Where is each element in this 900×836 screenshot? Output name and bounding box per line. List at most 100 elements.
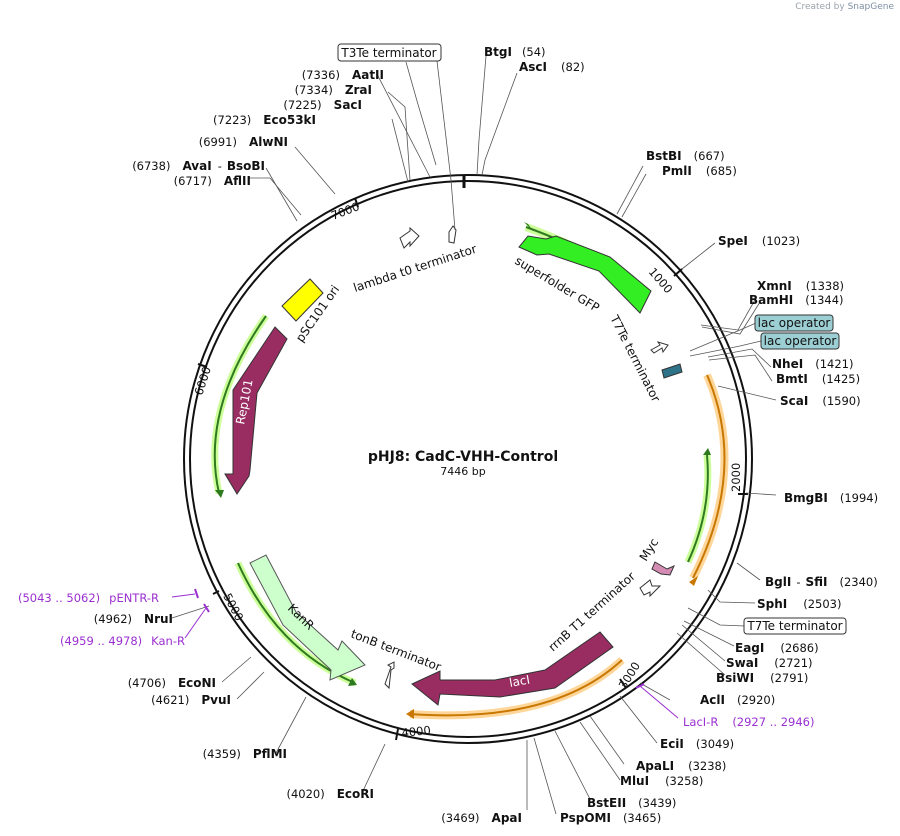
enzyme-eagi[interactable]: EagI(2686) [735,641,819,655]
svg-text:EagI(2686): EagI(2686) [735,641,819,655]
enzyme-xmni[interactable]: XmnI(1338) [757,279,844,293]
backbone-outer-strand [183,174,753,744]
enzyme-eco53ki[interactable]: (7223)Eco53kI [213,113,316,127]
enzyme-alwni[interactable]: (6991)AlwNI [199,135,288,149]
feature-kanr[interactable]: KanR [234,554,366,687]
feature-psc101-ori[interactable]: pSC101 ori [281,278,342,345]
enzyme-zrai[interactable]: (7334)ZraI [295,83,372,97]
enzyme-bstbi[interactable]: BstBI(667) [646,149,725,163]
svg-text:(4962)NruI: (4962)NruI [94,612,173,626]
svg-text:BstEII(3439): BstEII(3439) [587,796,676,810]
enzyme-swai[interactable]: SwaI(2721) [726,656,813,670]
svg-text:EciI(3049): EciI(3049) [660,737,734,751]
backbone-inner-strand [189,180,747,738]
enzyme-nhei[interactable]: NheI(1421) [772,357,853,371]
svg-text:BamHI(1344): BamHI(1344) [749,293,844,307]
enzyme-aatii[interactable]: (7336)AatII [302,68,384,82]
tick-label-7000: 7000 [329,199,361,223]
enzyme-bamhi[interactable]: BamHI(1344) [749,293,844,307]
svg-text:lac operator: lac operator [758,316,831,330]
enzyme-scai[interactable]: ScaI(1590) [780,394,861,408]
enzyme-bsiwi[interactable]: BsiWI(2791) [716,671,808,685]
enzyme-asci[interactable]: AscI(82) [519,60,585,74]
enzyme-nrui[interactable]: (4962)NruI [94,612,173,626]
enzyme-bmti[interactable]: BmtI(1425) [776,372,860,386]
svg-text:BmgBI(1994): BmgBI(1994) [784,491,878,505]
enzyme-ecori[interactable]: (4020)EcoRI [286,787,374,801]
primer-laci-r[interactable]: LacI-R(2927 .. 2946) [635,683,814,729]
enzyme-ecii[interactable]: EciI(3049) [660,737,734,751]
svg-text:T7Te terminator: T7Te terminator [746,619,842,633]
svg-text:(4706)EcoNI: (4706)EcoNI [128,676,216,690]
feature-rep101[interactable]: Rep101 [211,313,288,498]
feature-label-tonb-terminator: tonB terminator [349,627,443,674]
svg-text:(7334)ZraI: (7334)ZraI [295,83,372,97]
svg-text:(6991)AlwNI: (6991)AlwNI [199,135,288,149]
enzyme-sphi[interactable]: SphI(2503) [757,597,842,611]
svg-text:BtgI(54): BtgI(54) [484,45,546,59]
enzyme-apai[interactable]: (3469)ApaI [441,811,522,825]
credit-prefix: Created by [795,2,845,12]
snapgene-brand: SnapGene [847,2,894,12]
svg-text:MluI(3258): MluI(3258) [620,774,703,788]
svg-text:(6738)AvaI-BsoBI: (6738)AvaI-BsoBI [132,159,265,173]
svg-text:BstBI(667): BstBI(667) [646,149,725,163]
svg-text:(4020)EcoRI: (4020)EcoRI [286,787,374,801]
svg-text:(6717)AflII: (6717)AflII [174,174,251,188]
enzyme-bgli-sfii[interactable]: BglI-SfiI(2340) [765,575,878,589]
svg-text:(7336)AatII: (7336)AatII [302,68,384,82]
enzyme-mlui[interactable]: MluI(3258) [620,774,703,788]
feature-label-myc: Myc [637,536,662,564]
enzyme-econi[interactable]: (4706)EcoNI [128,676,216,690]
feature-laci[interactable]: lacI [406,631,625,720]
feature-label-lambda-t0-terminator: lambda t0 terminator [352,242,479,295]
boxed-label-lac-operator-2[interactable]: lac operator [760,332,840,350]
svg-text:SwaI(2721): SwaI(2721) [726,656,813,670]
feature-t7te-terminator[interactable]: T7Te terminator [607,312,669,404]
svg-text:ApaLI(3238): ApaLI(3238) [636,759,726,773]
svg-text:SphI(2503): SphI(2503) [757,597,842,611]
svg-text:PmlI(685): PmlI(685) [662,164,737,178]
svg-text:BglI-SfiI(2340): BglI-SfiI(2340) [765,575,878,589]
boxed-label-lac-operator-1[interactable]: lac operator [754,314,834,332]
svg-text:ScaI(1590): ScaI(1590) [780,394,861,408]
enzyme-spei[interactable]: SpeI(1023) [718,234,800,248]
enzyme-bsteii[interactable]: BstEII(3439) [587,796,676,810]
feature-lambda-t0-terminator[interactable]: lambda t0 terminator [352,225,479,295]
enzyme-pvui[interactable]: (4621)PvuI [151,693,231,707]
enzyme-avai-bsobi[interactable]: (6738)AvaI-BsoBI [132,159,265,173]
enzyme-pmli[interactable]: PmlI(685) [662,164,737,178]
enzyme-pflmi[interactable]: (4359)PflMI [203,747,287,761]
tick-label-2000: 2000 [729,463,743,492]
feature-orange-right-arc [689,373,729,586]
enzyme-aflii[interactable]: (6717)AflII [174,174,251,188]
enzyme-acli[interactable]: AclI(2920) [700,693,775,707]
primer-kan-r[interactable]: (4959 .. 4978)Kan-R [60,603,210,648]
boxed-label-t3te-terminator[interactable]: T3Te terminator [337,43,442,62]
enzyme-btgi[interactable]: BtgI(54) [484,45,546,59]
svg-text:BmtI(1425): BmtI(1425) [776,372,860,386]
svg-text:(4359)PflMI: (4359)PflMI [203,747,287,761]
enzyme-bmgbi[interactable]: BmgBI(1994) [784,491,878,505]
svg-text:(4959 .. 4978)Kan-R: (4959 .. 4978)Kan-R [60,634,185,648]
svg-text:NheI(1421): NheI(1421) [772,357,853,371]
feature-lac-operator-block[interactable] [661,363,683,379]
enzyme-pspomi[interactable]: PspOMI(3465) [560,811,661,825]
svg-text:(7225)SacI: (7225)SacI [283,98,362,112]
svg-text:T3Te terminator: T3Te terminator [340,46,436,60]
svg-text:AclI(2920): AclI(2920) [700,693,775,707]
enzyme-saci[interactable]: (7225)SacI [283,98,362,112]
plasmid-length: 7446 bp [440,465,485,478]
tick-label-4000: 4000 [401,723,432,740]
primer-pentr-r[interactable]: (5043 .. 5062)pENTR-R [18,588,199,605]
enzyme-apali[interactable]: ApaLI(3238) [636,759,726,773]
svg-text:lac operator: lac operator [764,334,837,348]
tick-6000: 6000 [192,363,214,397]
boxed-label-t7te-terminator[interactable]: T7Te terminator [743,617,847,635]
feature-green-right-arc [684,448,712,564]
svg-text:(5043 .. 5062)pENTR-R: (5043 .. 5062)pENTR-R [18,591,159,605]
svg-text:XmnI(1338): XmnI(1338) [757,279,844,293]
feature-superfolder-gfp[interactable]: superfolder GFP [512,222,652,315]
feature-myc[interactable]: Myc [637,536,675,576]
feature-label-laci: lacI [508,673,531,690]
